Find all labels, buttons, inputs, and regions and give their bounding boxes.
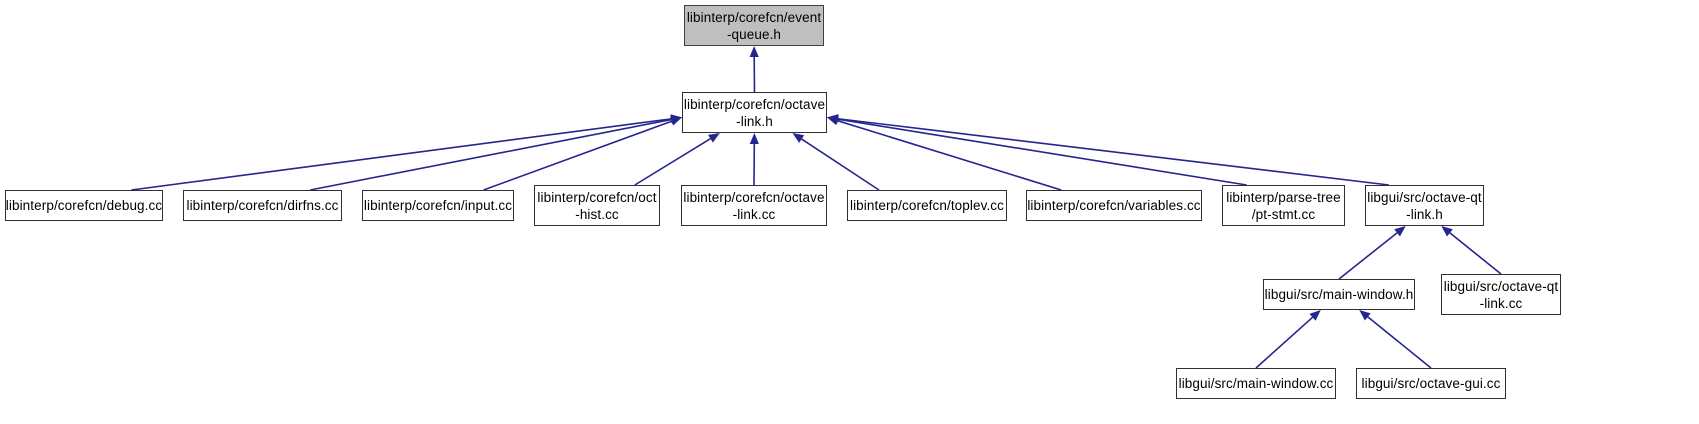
arrowhead-icon <box>1394 226 1406 237</box>
graph-node-label: libinterp/corefcn/toplev.cc <box>849 198 1005 213</box>
graph-edge-oct-hist-cc-to-octave-link-h <box>634 133 720 186</box>
graph-node-main-window-cc[interactable]: libgui/src/main-window.cc <box>1176 368 1336 399</box>
graph-node-label: -link.h <box>1406 206 1443 222</box>
arrowhead-icon <box>827 114 839 124</box>
graph-node-debug-cc[interactable]: libinterp/corefcn/debug.cc <box>5 190 163 221</box>
graph-node-input-cc[interactable]: libinterp/corefcn/input.cc <box>362 190 514 221</box>
graph-node-label: libinterp/corefcn/oct <box>537 189 657 205</box>
graph-node-label: libgui/src/octave-qt <box>1367 189 1482 205</box>
arrowhead-icon <box>792 133 805 143</box>
graph-edge-variables-cc-to-octave-link-h <box>827 116 1062 191</box>
graph-node-octave-link-cc[interactable]: libinterp/corefcn/octave-link.cc <box>681 185 827 226</box>
graph-node-label: libinterp/corefcn/debug.cc <box>5 198 163 213</box>
graph-node-label: libinterp/corefcn/variables.cc <box>1027 198 1201 213</box>
graph-edge-octave-link-h-to-event-queue-h <box>749 46 759 93</box>
graph-node-label: libgui/src/main-window.h <box>1264 287 1414 302</box>
graph-edge-dirfns-cc-to-octave-link-h <box>310 115 682 191</box>
arrowhead-icon <box>670 115 682 125</box>
graph-edge-octave-link-cc-to-octave-link-h <box>749 133 759 186</box>
graph-edge-main-window-h-to-octave-qt-link-h <box>1338 226 1406 280</box>
arrowhead-icon <box>749 46 759 58</box>
graph-node-label: -queue.h <box>726 26 782 42</box>
graph-node-label: libinterp/corefcn/octave <box>683 189 825 205</box>
graph-node-label: -link.h <box>736 113 773 129</box>
graph-edge-input-cc-to-octave-link-h <box>483 116 682 191</box>
graph-node-octave-qt-link-h[interactable]: libgui/src/octave-qt-link.h <box>1365 185 1484 226</box>
graph-node-octave-qt-link-cc[interactable]: libgui/src/octave-qt-link.cc <box>1441 274 1561 315</box>
arrowhead-icon <box>670 116 682 126</box>
graph-node-label: libinterp/corefcn/dirfns.cc <box>186 198 339 213</box>
graph-edge-debug-cc-to-octave-link-h <box>131 114 682 191</box>
arrowhead-icon <box>1359 310 1371 321</box>
graph-node-variables-cc[interactable]: libinterp/corefcn/variables.cc <box>1026 190 1202 221</box>
arrowhead-icon <box>708 133 720 143</box>
graph-node-octave-link-h[interactable]: libinterp/corefcn/octave-link.h <box>682 92 827 133</box>
graph-node-label: libgui/src/octave-qt <box>1443 278 1559 294</box>
graph-edge-octave-gui-cc-to-main-window-h <box>1359 310 1432 369</box>
graph-node-octave-gui-cc[interactable]: libgui/src/octave-gui.cc <box>1356 368 1506 399</box>
graph-edge-octave-qt-link-h-to-octave-link-h <box>827 114 1389 186</box>
graph-node-main-window-h[interactable]: libgui/src/main-window.h <box>1263 279 1415 310</box>
graph-node-label: libinterp/corefcn/input.cc <box>363 198 513 213</box>
graph-edge-main-window-cc-to-main-window-h <box>1255 310 1321 369</box>
graph-node-oct-hist-cc[interactable]: libinterp/corefcn/oct-hist.cc <box>534 185 660 226</box>
arrowhead-icon <box>827 116 839 126</box>
graph-node-label: libinterp/corefcn/event <box>686 9 822 25</box>
graph-edge-octave-qt-link-cc-to-octave-qt-link-h <box>1441 226 1502 275</box>
graph-node-event-queue-h[interactable]: libinterp/corefcn/event-queue.h <box>684 5 824 46</box>
graph-node-label: libgui/src/main-window.cc <box>1178 376 1334 391</box>
graph-node-label: /pt-stmt.cc <box>1251 206 1316 222</box>
graph-node-toplev-cc[interactable]: libinterp/corefcn/toplev.cc <box>847 190 1007 221</box>
graph-node-label: -hist.cc <box>575 206 619 222</box>
graph-node-label: libgui/src/octave-gui.cc <box>1361 376 1501 391</box>
graph-node-pt-stmt-cc[interactable]: libinterp/parse-tree/pt-stmt.cc <box>1222 185 1345 226</box>
arrowhead-icon <box>1441 226 1453 237</box>
arrowhead-icon <box>1309 310 1321 321</box>
graph-node-label: libinterp/corefcn/octave <box>683 96 826 112</box>
arrowhead-icon <box>670 114 682 124</box>
arrowhead-icon <box>749 133 759 145</box>
graph-node-label: -link.cc <box>1479 295 1523 311</box>
graph-node-dirfns-cc[interactable]: libinterp/corefcn/dirfns.cc <box>183 190 342 221</box>
graph-edge-pt-stmt-cc-to-octave-link-h <box>827 114 1247 186</box>
graph-node-label: -link.cc <box>732 206 776 222</box>
graph-edge-toplev-cc-to-octave-link-h <box>792 133 880 191</box>
graph-node-label: libinterp/parse-tree <box>1226 189 1341 205</box>
arrowhead-icon <box>827 114 839 124</box>
